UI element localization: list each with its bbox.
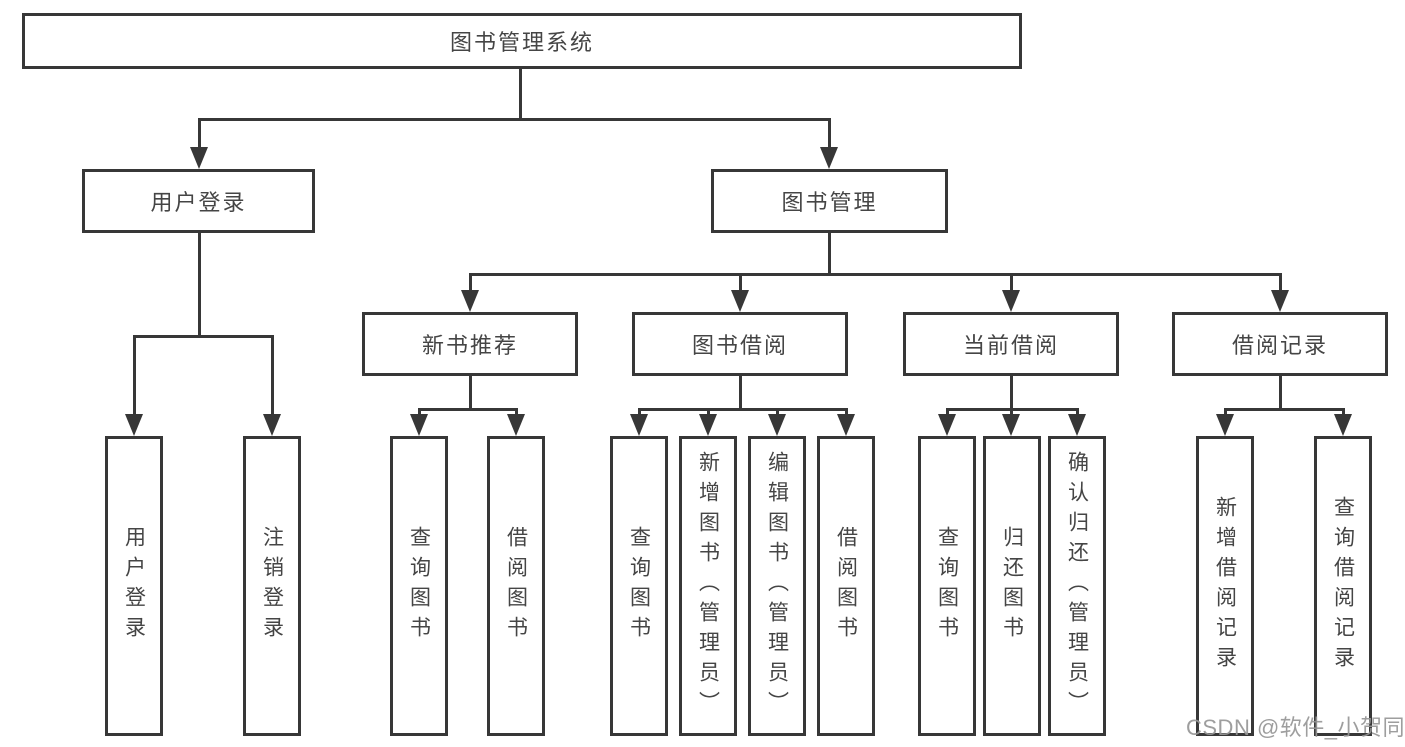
edge-line bbox=[271, 335, 274, 415]
leaf-nb-borrow-books: 借阅图书 bbox=[487, 436, 545, 736]
edge-arrowhead bbox=[820, 147, 838, 169]
edge-arrowhead bbox=[1002, 290, 1020, 312]
edge-line bbox=[198, 118, 201, 148]
edge-line bbox=[828, 118, 831, 148]
edge-arrowhead bbox=[507, 414, 525, 436]
edge-line bbox=[519, 69, 522, 121]
edge-line bbox=[418, 408, 518, 411]
edge-arrowhead bbox=[1002, 414, 1020, 436]
edge-arrowhead bbox=[410, 414, 428, 436]
edge-line bbox=[1076, 408, 1079, 416]
edge-line bbox=[1010, 374, 1013, 411]
leaf-re-add-record: 新增借阅记录 bbox=[1196, 436, 1254, 736]
edge-line bbox=[707, 408, 710, 416]
edge-line bbox=[739, 273, 742, 291]
edge-line bbox=[638, 408, 641, 416]
edge-line bbox=[469, 273, 472, 291]
edge-arrowhead bbox=[263, 414, 281, 436]
leaf-cu-return-books: 归还图书 bbox=[983, 436, 1041, 736]
leaf-re-query-record: 查询借阅记录 bbox=[1314, 436, 1372, 736]
watermark: CSDN @软件_小贺同学 bbox=[1186, 715, 1405, 740]
leaf-nb-query-books: 查询图书 bbox=[390, 436, 448, 736]
edge-arrowhead bbox=[125, 414, 143, 436]
edge-arrowhead bbox=[699, 414, 717, 436]
edge-line bbox=[133, 335, 136, 415]
edge-line bbox=[828, 230, 831, 276]
edge-arrowhead bbox=[1216, 414, 1234, 436]
node-new-book-recommend: 新书推荐 bbox=[362, 312, 578, 376]
edge-arrowhead bbox=[190, 147, 208, 169]
leaf-bw-borrow-books: 借阅图书 bbox=[817, 436, 875, 736]
edge-arrowhead bbox=[630, 414, 648, 436]
edge-line bbox=[133, 335, 274, 338]
edge-line bbox=[776, 408, 779, 416]
edge-line bbox=[1342, 408, 1345, 416]
edge-line bbox=[469, 374, 472, 411]
edge-arrowhead bbox=[731, 290, 749, 312]
edge-line bbox=[198, 230, 201, 338]
edge-line bbox=[198, 118, 831, 121]
edge-line bbox=[739, 374, 742, 411]
edge-arrowhead bbox=[1068, 414, 1086, 436]
edge-line bbox=[1279, 273, 1282, 291]
node-current-borrow: 当前借阅 bbox=[903, 312, 1119, 376]
leaf-bw-edit-books-admin: 编辑图书（管理员） bbox=[748, 436, 806, 736]
edge-arrowhead bbox=[938, 414, 956, 436]
leaf-bw-query-books: 查询图书 bbox=[610, 436, 668, 736]
node-borrow-records: 借阅记录 bbox=[1172, 312, 1388, 376]
edge-arrowhead bbox=[461, 290, 479, 312]
edge-line bbox=[1010, 408, 1013, 416]
edge-line bbox=[845, 408, 848, 416]
node-root: 图书管理系统 bbox=[22, 13, 1022, 69]
edge-arrowhead bbox=[768, 414, 786, 436]
edge-line bbox=[1279, 374, 1282, 411]
edge-arrowhead bbox=[837, 414, 855, 436]
edge-line bbox=[1224, 408, 1345, 411]
edge-line bbox=[638, 408, 848, 411]
leaf-user-login: 用户登录 bbox=[105, 436, 163, 736]
edge-line bbox=[515, 408, 518, 416]
edge-line bbox=[418, 408, 421, 416]
edge-arrowhead bbox=[1271, 290, 1289, 312]
edge-line bbox=[946, 408, 949, 416]
leaf-bw-add-books-admin: 新增图书（管理员） bbox=[679, 436, 737, 736]
edge-arrowhead bbox=[1334, 414, 1352, 436]
node-user-login: 用户登录 bbox=[82, 169, 315, 233]
edge-line bbox=[469, 273, 1282, 276]
node-book-management: 图书管理 bbox=[711, 169, 948, 233]
leaf-cu-confirm-return-admin: 确认归还（管理员） bbox=[1048, 436, 1106, 736]
leaf-cu-query-books: 查询图书 bbox=[918, 436, 976, 736]
edge-line bbox=[1224, 408, 1227, 416]
node-book-borrow: 图书借阅 bbox=[632, 312, 848, 376]
edge-line bbox=[1010, 273, 1013, 291]
leaf-logout: 注销登录 bbox=[243, 436, 301, 736]
